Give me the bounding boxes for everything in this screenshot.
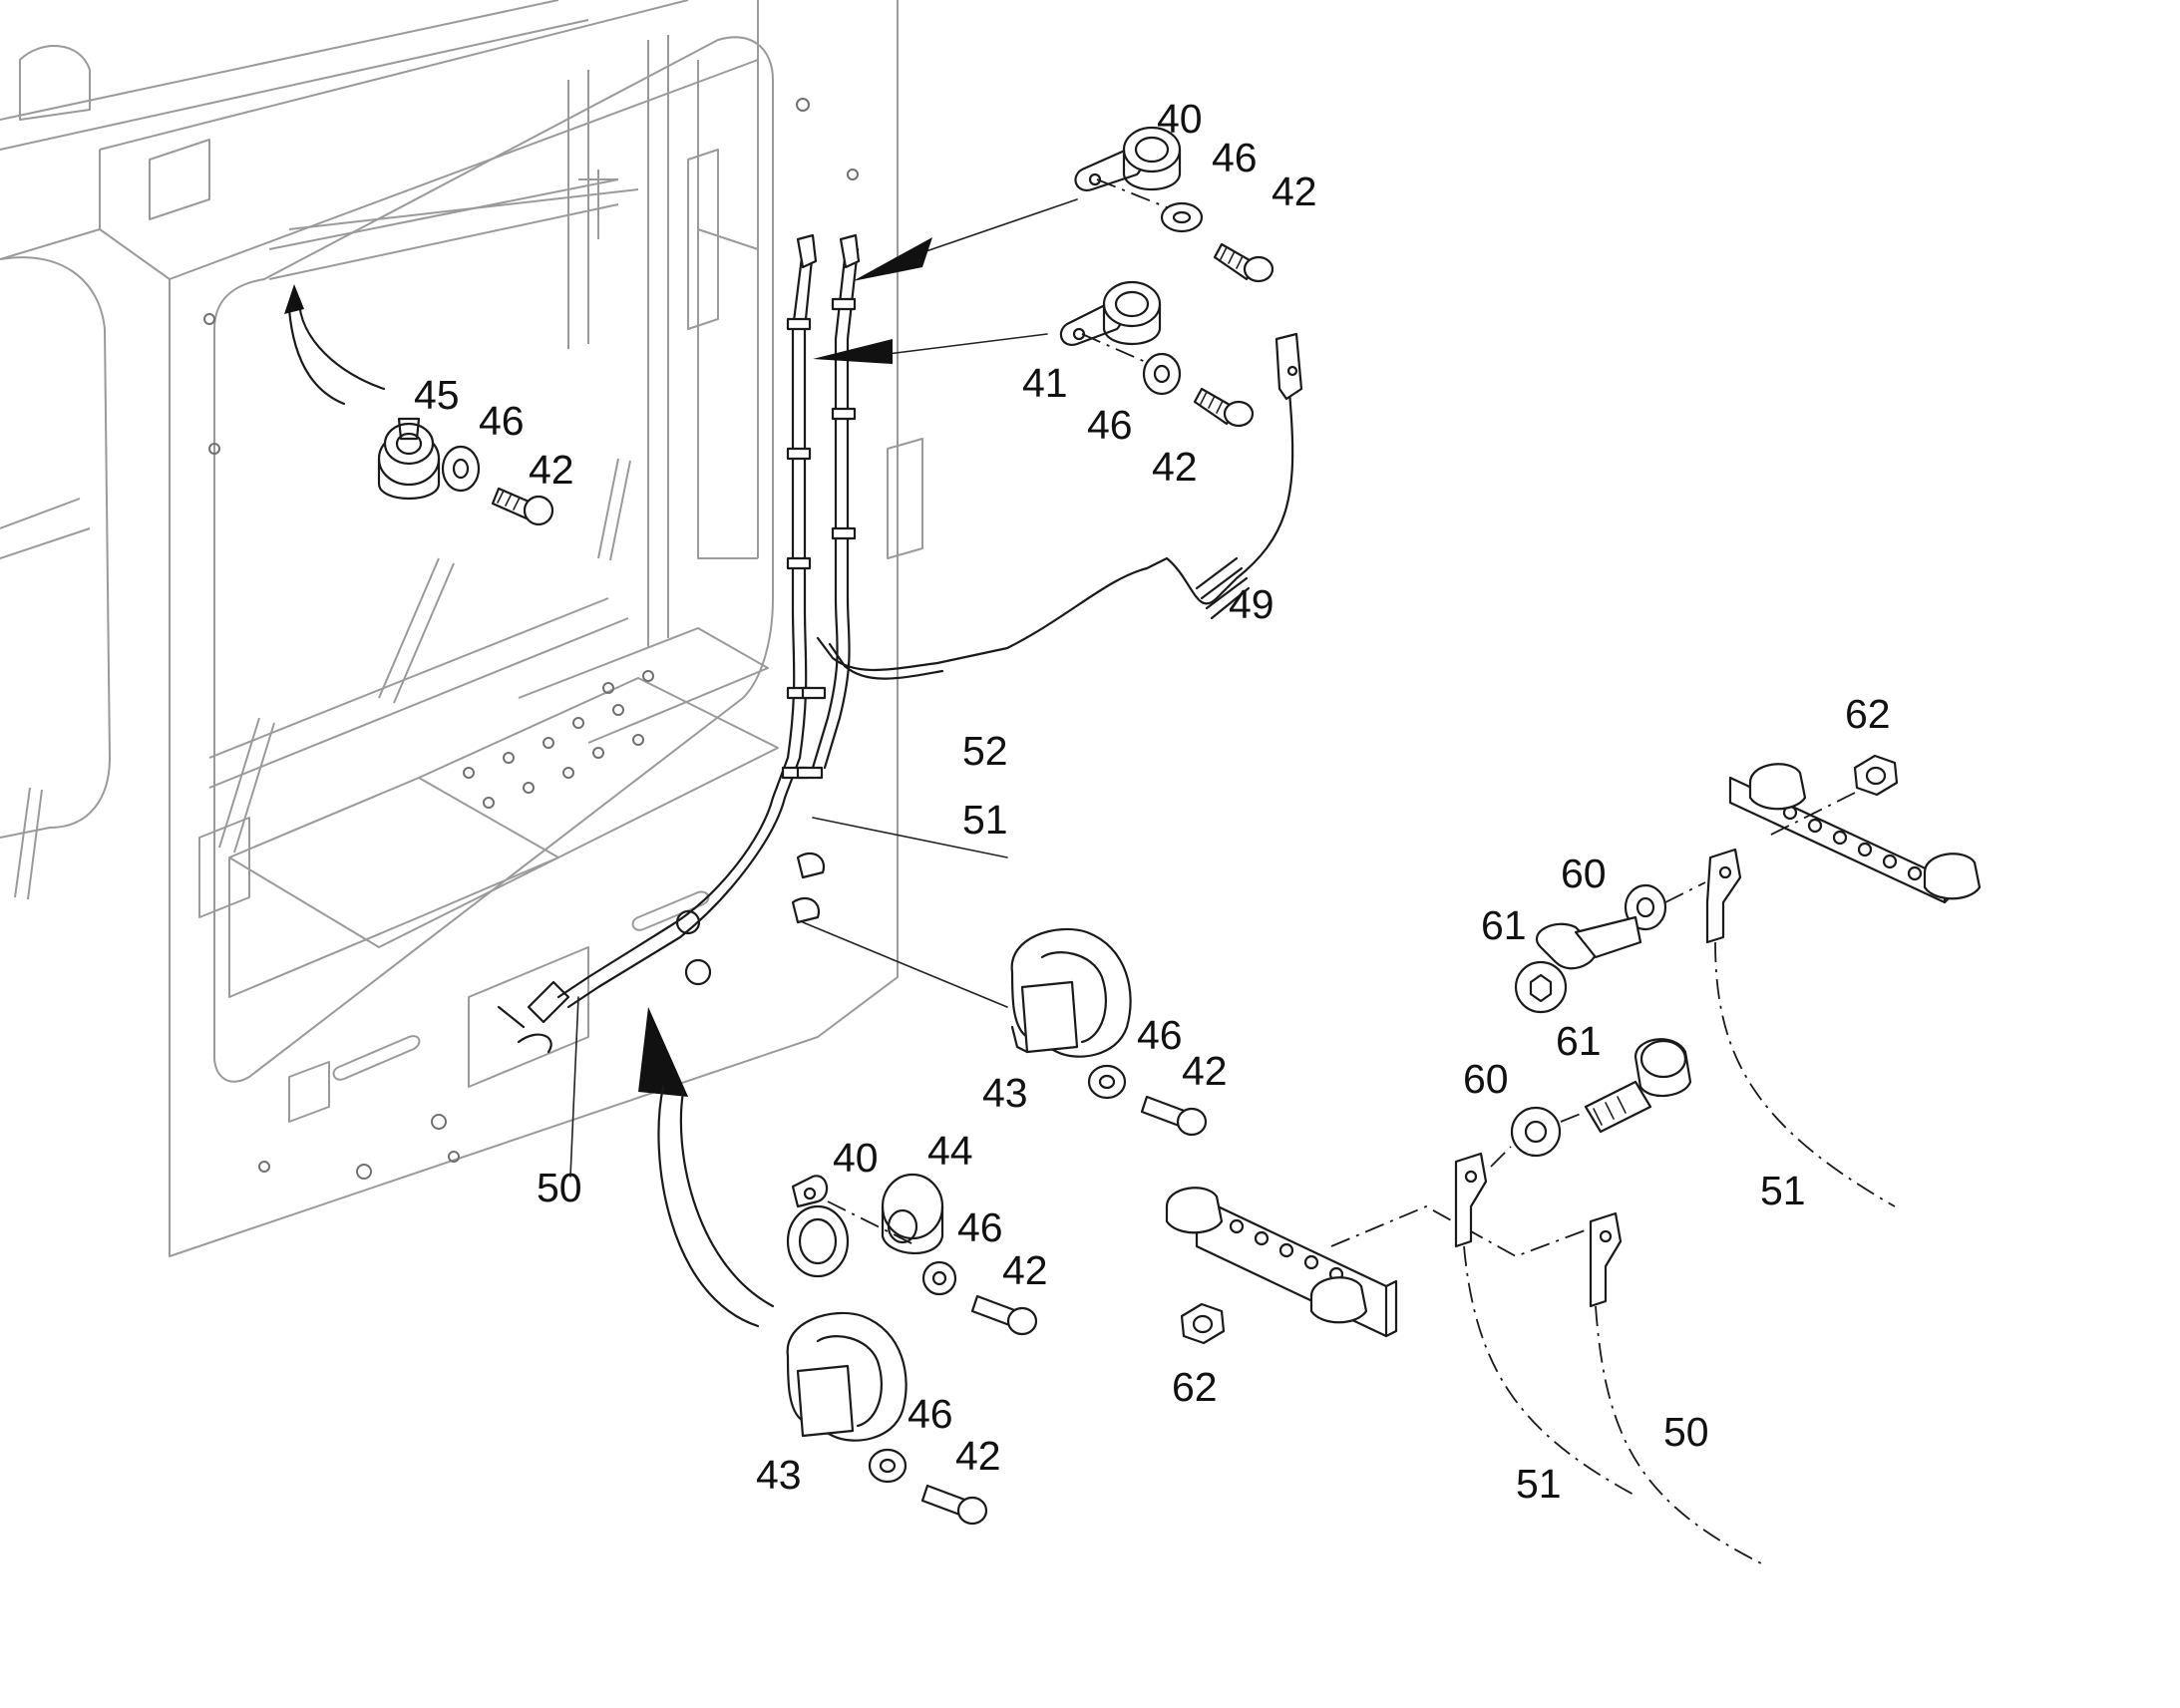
- bolt-42-b: [1193, 387, 1255, 428]
- callout-41: 41: [1022, 360, 1068, 406]
- callout-60: 60: [1463, 1056, 1509, 1102]
- bolt-61-b: [1584, 1038, 1692, 1134]
- callout-40: 40: [833, 1135, 879, 1181]
- bolt-42-a: [1213, 242, 1274, 283]
- callout-51: 51: [1760, 1168, 1806, 1213]
- ring-lug-lower-a: [1454, 1152, 1488, 1248]
- part-40-lower-clamp: [786, 1175, 850, 1278]
- washer-46-f: [868, 1448, 908, 1484]
- machine-frame: [0, 0, 923, 1257]
- part-43-grommet-b: [786, 1311, 908, 1442]
- callout-49: 49: [1229, 581, 1274, 627]
- washer-46-a: [1160, 201, 1204, 233]
- callout-42: 42: [1152, 444, 1198, 490]
- washer-46-e: [921, 1260, 957, 1296]
- callout-51: 51: [1516, 1461, 1562, 1507]
- callout-46: 46: [1212, 135, 1258, 180]
- callout-45: 45: [414, 372, 460, 418]
- part-41-clamp: [1059, 280, 1162, 368]
- bolt-42-e: [970, 1294, 1038, 1336]
- callout-46: 46: [908, 1391, 953, 1437]
- ground-bar-upper: [1728, 763, 1982, 904]
- bolt-42-c: [491, 487, 554, 526]
- callout-50: 50: [537, 1165, 582, 1210]
- callout-43: 43: [756, 1452, 802, 1498]
- callout-40: 40: [1157, 96, 1203, 142]
- washer-46-d: [1087, 1064, 1127, 1100]
- callout-46: 46: [1137, 1012, 1183, 1058]
- callout-43: 43: [982, 1070, 1028, 1116]
- callout-50: 50: [1663, 1409, 1709, 1455]
- callout-46: 46: [479, 398, 525, 444]
- ring-lug-lower-b: [1589, 1211, 1623, 1308]
- cable-harness: [497, 233, 1303, 1328]
- callout-44: 44: [927, 1128, 973, 1174]
- direction-arrows: [284, 198, 1078, 1008]
- callout-62: 62: [1845, 691, 1891, 737]
- bolt-42-d: [1140, 1095, 1208, 1137]
- part-45-grommet: [377, 417, 441, 501]
- ring-lug-upper: [1705, 848, 1742, 944]
- callout-51: 51: [962, 797, 1008, 843]
- callout-42: 42: [529, 447, 574, 493]
- callout-61: 61: [1556, 1018, 1602, 1064]
- callout-52: 52: [962, 728, 1008, 774]
- callout-42: 42: [1182, 1048, 1228, 1094]
- callout-61: 61: [1481, 902, 1527, 948]
- bolt-61-a: [1514, 915, 1642, 1014]
- washer-60-b: [1510, 1106, 1562, 1158]
- callout-42: 42: [1272, 169, 1317, 214]
- callout-labels: 40 46 42 41 46 42 45 46 42 49 52 51 50 4…: [414, 96, 1891, 1507]
- callout-46: 46: [957, 1204, 1003, 1250]
- callout-42: 42: [955, 1433, 1001, 1479]
- ground-bar-lower: [1165, 1187, 1398, 1338]
- washer-46-c: [441, 445, 481, 493]
- callout-60: 60: [1561, 851, 1607, 896]
- callout-42: 42: [1002, 1247, 1048, 1293]
- bolt-42-f: [920, 1484, 988, 1526]
- washer-46-b: [1142, 352, 1182, 396]
- nut-62-a: [1853, 754, 1899, 797]
- nut-62-b: [1180, 1302, 1226, 1345]
- callout-62: 62: [1172, 1364, 1218, 1410]
- part-43-grommet-a: [1010, 927, 1132, 1058]
- part-44-grommet: [827, 1173, 944, 1254]
- callout-46: 46: [1087, 402, 1133, 448]
- part-40-top-clamp: [1074, 126, 1182, 210]
